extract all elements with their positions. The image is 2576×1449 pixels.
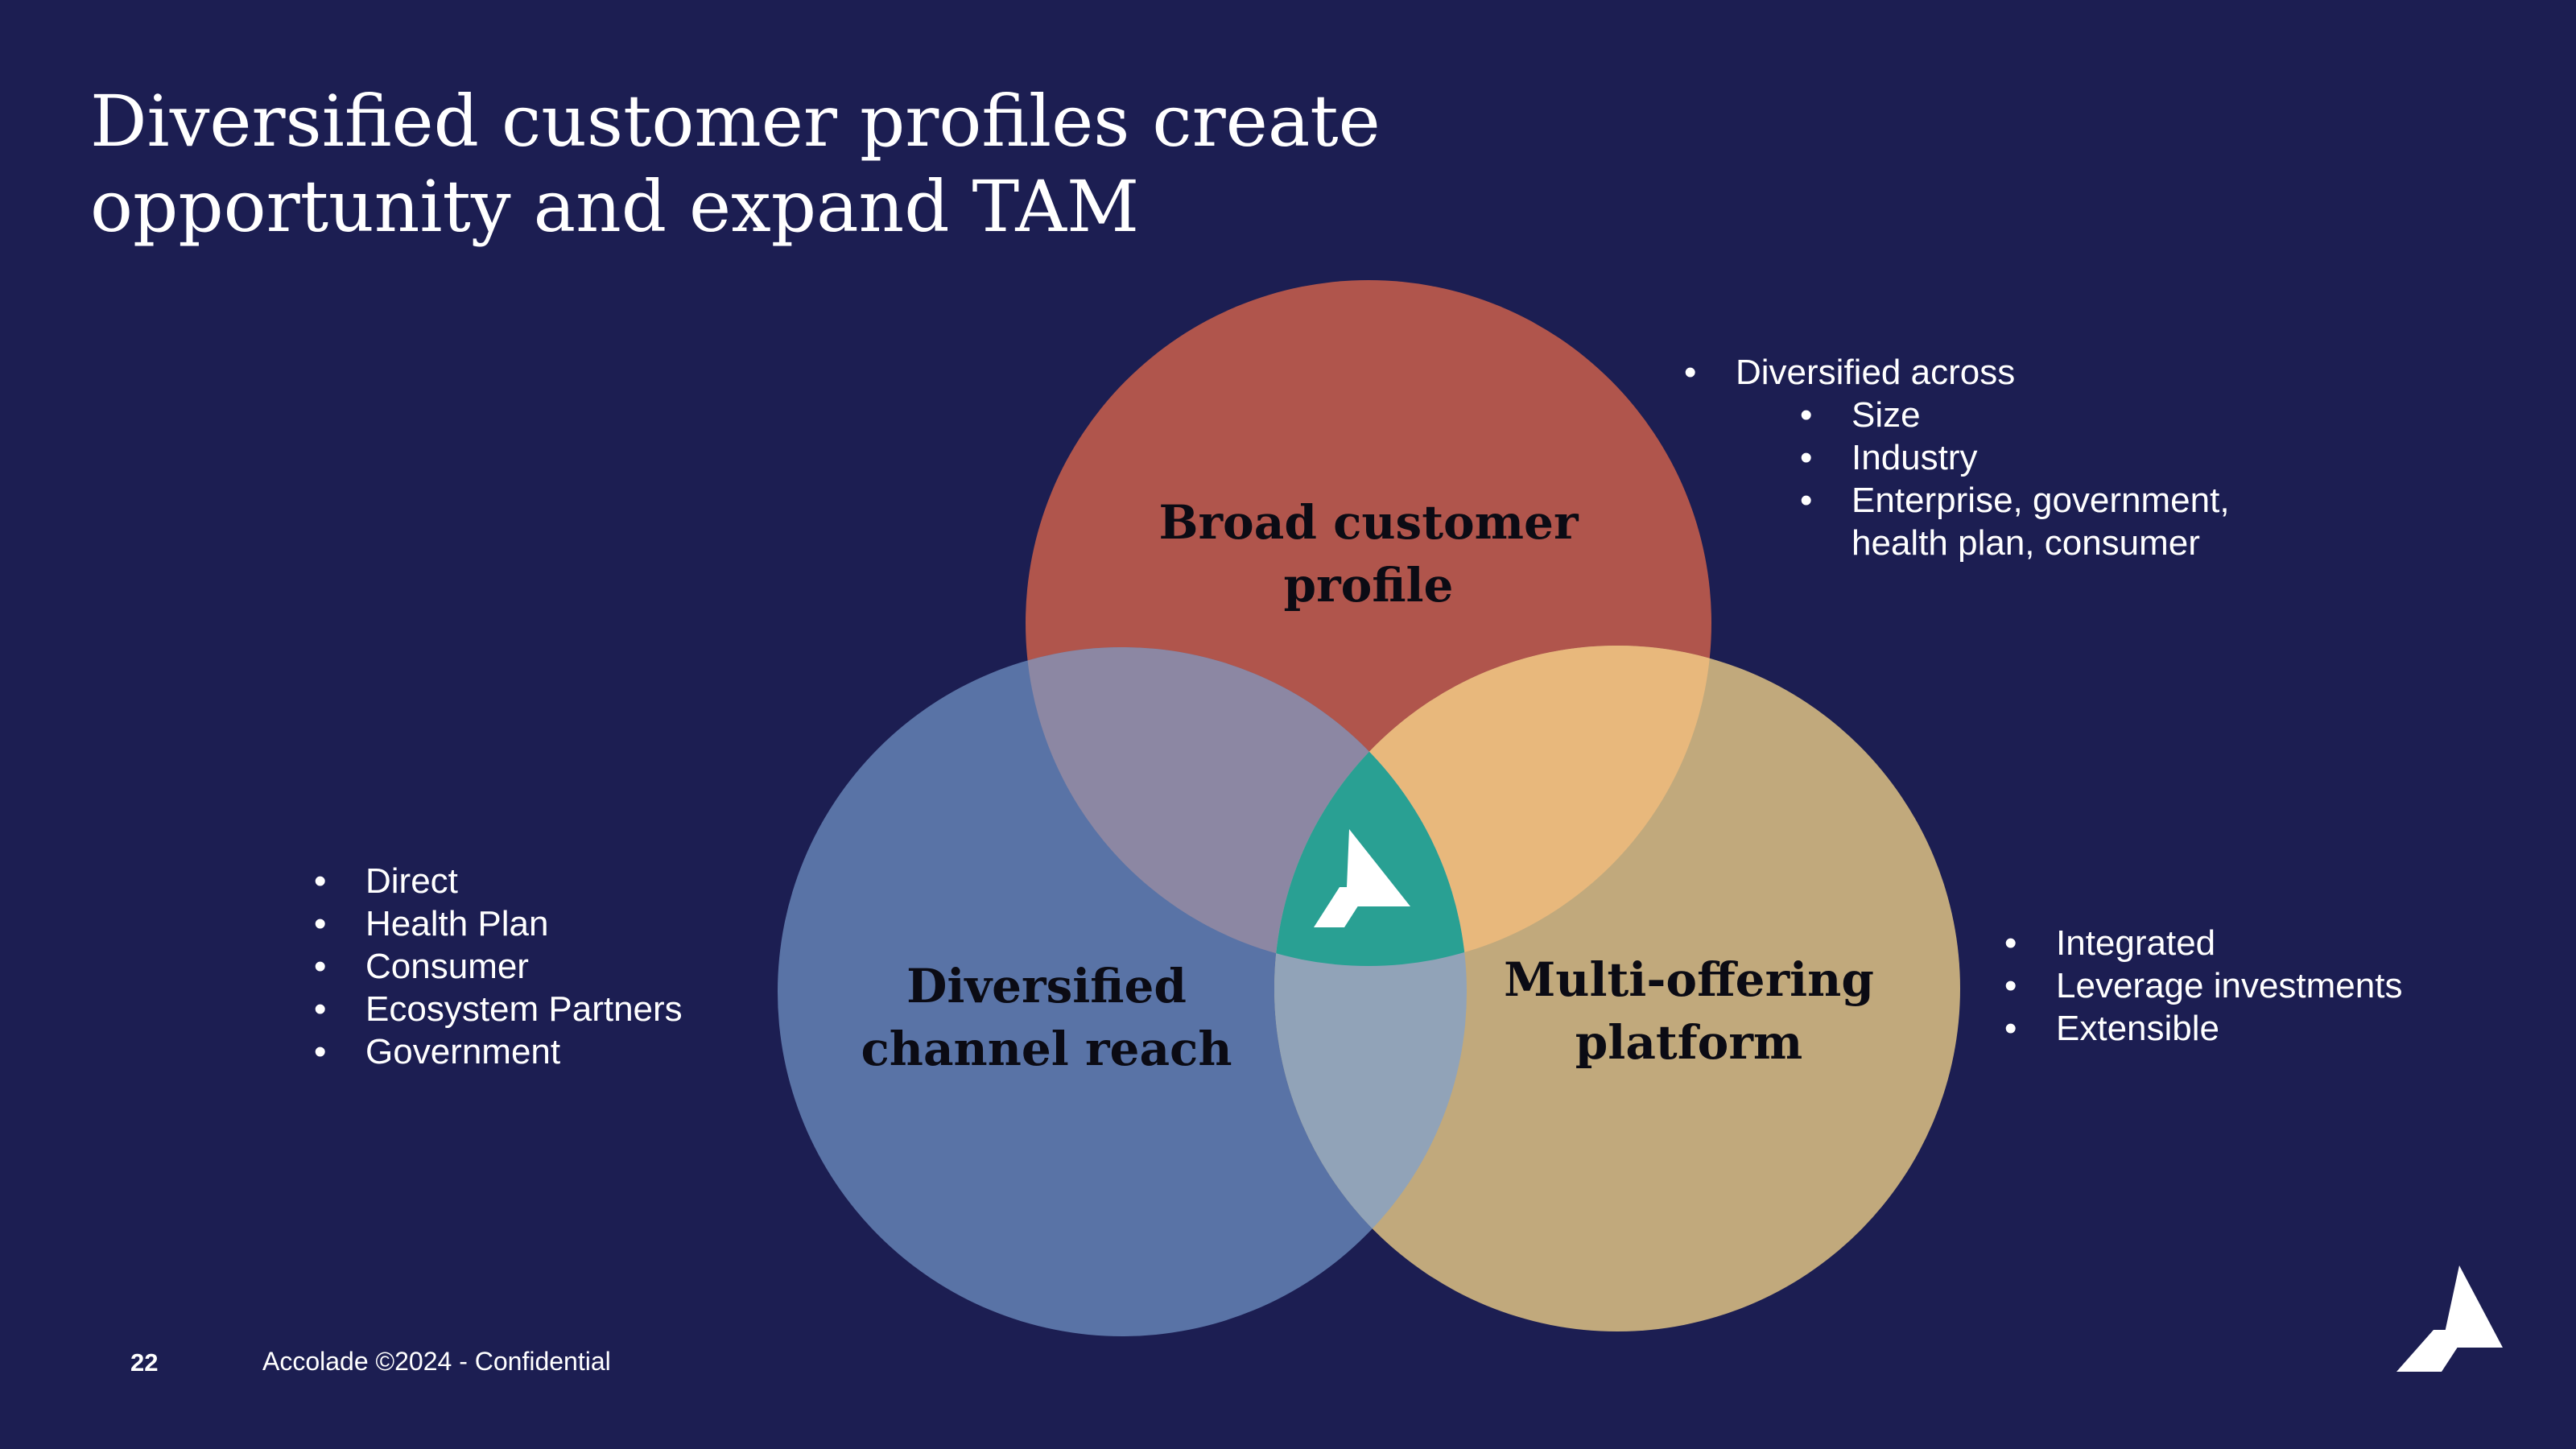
venn-label-right: Multi-offering platform [1447,948,1930,1074]
accolade-logo-icon [1314,829,1410,927]
venn-overlap-top-left [1026,647,1467,966]
venn-label-left-line-1: Diversified [906,959,1187,1013]
bullet-item: Extensible [2004,1007,2402,1050]
slide-title: Diversified customer profiles create opp… [90,79,1620,250]
accolade-logo-icon [2396,1265,2503,1372]
bullet-heading: Diversified across [1684,351,2230,394]
bullet-item: Consumer [314,945,683,988]
bullet-item: Direct [314,860,683,902]
venn-label-right-line-2: platform [1575,1015,1803,1070]
venn-label-top-line-1: Broad customer [1158,495,1579,550]
slide-title-line-1: Diversified customer profiles create [90,80,1381,163]
venn-label-top: Broad customer profile [1127,491,1610,617]
bullet-sub-item: Enterprise, government, [1684,479,2230,522]
venn-label-top-line-2: profile [1283,558,1454,613]
venn-label-left: Diversified channel reach [805,955,1288,1080]
bullets-left: Direct Health Plan Consumer Ecosystem Pa… [314,860,683,1073]
bullet-sub-item: Size [1684,394,2230,436]
bullet-sub-item-continuation: health plan, consumer [1852,523,2200,563]
venn-label-right-line-1: Multi-offering [1504,952,1874,1007]
venn-label-left-line-2: channel reach [861,1022,1232,1076]
bullet-item: Health Plan [314,902,683,945]
bullet-item: Government [314,1030,683,1073]
bullet-item: Leverage investments [2004,964,2402,1007]
footer-copyright: Accolade ©2024 - Confidential [262,1347,611,1376]
venn-overlap-top-right [1274,646,1711,966]
page-number: 22 [130,1348,159,1377]
slide-title-line-2: opportunity and expand TAM [90,165,1140,248]
bullet-sub-item: Industry [1684,436,2230,479]
bullets-top-right: Diversified across Size Industry Enterpr… [1684,351,2230,564]
bullets-right: Integrated Leverage investments Extensib… [2004,922,2402,1050]
bullet-item: Integrated [2004,922,2402,964]
bullet-item: Ecosystem Partners [314,988,683,1030]
